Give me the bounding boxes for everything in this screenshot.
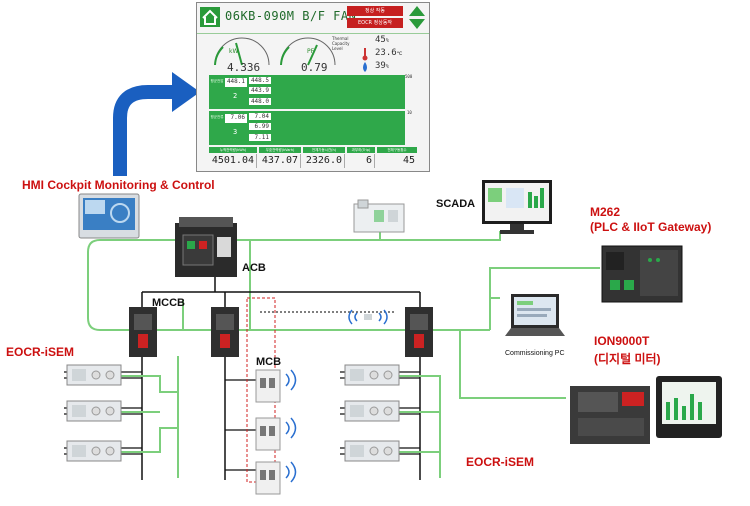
- env-value-3: 39%: [375, 61, 389, 71]
- env-value-2: 23.6℃: [375, 48, 403, 58]
- humidity-icon: [363, 62, 367, 72]
- arrow-down-icon[interactable]: [408, 18, 426, 30]
- current-block: 평균전류 7.06 3 7.04 6.99 7.11: [209, 111, 405, 145]
- stat-value-2: 437.07: [259, 154, 301, 168]
- mcb-3-icon: [255, 461, 297, 495]
- m262-plc-icon: [601, 245, 683, 303]
- kw-gauge-icon: [214, 37, 270, 66]
- network-module-icon: [353, 199, 405, 233]
- eocr-module-2-icon: [66, 400, 122, 422]
- ion9000t-meter-icon: [570, 376, 722, 444]
- stat-value-4: 6: [347, 154, 375, 168]
- ion-sublabel: (디지털 미터): [594, 352, 661, 366]
- thermometer-icon: [362, 48, 368, 61]
- scada-label: SCADA: [436, 198, 476, 210]
- stat-header-2: 무효전력량(kVarh): [259, 147, 301, 153]
- mccb-2-icon: [211, 307, 239, 357]
- m262-sublabel: (PLC & IIoT Gateway): [590, 220, 712, 234]
- kw-unit: kW: [229, 48, 239, 55]
- current-scale: 10: [407, 110, 412, 115]
- eocr-module-3-icon: [66, 440, 122, 462]
- laptop-icon: [505, 294, 565, 336]
- wireless-sensor-icon: [348, 309, 388, 325]
- kw-value: 4.336: [227, 61, 261, 74]
- mccb-1-icon: [129, 307, 157, 357]
- hmi-screen: 06KB-090M B/F FAN 정상 작동 EOCR 정상동작 kW 4.3…: [196, 2, 430, 172]
- stat-header-3: 전체가동시간(h): [303, 147, 345, 153]
- voltage-block: 평균전압 448.1 2 448.5 443.9 448.0: [209, 75, 405, 109]
- arrow-up-icon[interactable]: [408, 5, 426, 17]
- pf-unit: PF: [307, 48, 315, 55]
- voltage-scale: 500: [405, 74, 413, 79]
- hmi-titlebar: 06KB-090M B/F FAN 정상 작동 EOCR 정상동작: [197, 3, 429, 34]
- eocr-module-4-icon: [344, 364, 400, 386]
- voltage-cell-2: 443.9: [249, 87, 271, 94]
- m262-label: M262: [590, 205, 621, 219]
- current-block-label: 평균전류: [210, 115, 224, 119]
- voltage-sub: 2: [233, 92, 238, 100]
- stat-header-1: 누적전력량(kWh): [209, 147, 257, 153]
- status-button-bottom[interactable]: EOCR 정상동작: [347, 18, 403, 28]
- home-icon[interactable]: [200, 7, 220, 27]
- eocr-module-1-icon: [66, 364, 122, 386]
- mcb-1-icon: [255, 369, 297, 403]
- current-main: 7.06: [225, 114, 247, 123]
- blue-arrow: [113, 85, 176, 176]
- hmi-panel-icon: [78, 193, 140, 239]
- status-button-top[interactable]: 정상 작동: [347, 6, 403, 16]
- current-cell-1: 7.04: [249, 113, 271, 120]
- eocr-module-5-icon: [344, 400, 400, 422]
- acb-label: ACB: [242, 262, 266, 274]
- stat-header-5: 전체구동횟수: [377, 147, 417, 153]
- energy-stats: 누적전력량(kWh) 무효전력량(kVarh) 전체가동시간(h) 과부하(Tr…: [209, 147, 419, 171]
- device-name: 06KB-090M B/F FAN: [225, 9, 357, 23]
- commissioning-label: Commissioning PC: [505, 350, 565, 357]
- blue-arrow-head: [172, 72, 200, 112]
- mcb-label: MCB: [256, 356, 282, 368]
- stat-value-1: 4501.04: [209, 154, 257, 168]
- ion-label: ION9000T: [594, 334, 650, 348]
- scada-monitor-icon: [482, 180, 552, 234]
- stat-header-4: 과부하(Trip): [347, 147, 375, 153]
- pf-value: 0.79: [301, 61, 328, 74]
- mccb-3-icon: [405, 307, 433, 357]
- voltage-block-label: 평균전압: [210, 79, 224, 83]
- stat-value-3: 2326.0: [303, 154, 345, 168]
- acb-breaker-icon: [175, 217, 237, 277]
- current-cell-3: 7.11: [249, 134, 271, 141]
- hmi-title: HMI Cockpit Monitoring & Control: [22, 178, 215, 192]
- mcb-2-icon: [255, 417, 297, 451]
- eocr-module-6-icon: [344, 440, 400, 462]
- stat-value-5: 45: [402, 155, 415, 166]
- voltage-cell-3: 448.0: [249, 98, 271, 105]
- voltage-main: 448.1: [225, 78, 247, 87]
- env-value-1: 45%: [375, 35, 389, 45]
- mccb-label: MCCB: [152, 297, 185, 309]
- current-sub: 3: [233, 128, 238, 136]
- voltage-cell-1: 448.5: [249, 77, 271, 84]
- eocr-left-label: EOCR-iSEM: [6, 345, 75, 359]
- env-label: Thermal Capacity Level: [332, 36, 350, 51]
- current-cell-2: 6.99: [249, 123, 271, 130]
- eocr-right-label: EOCR-iSEM: [466, 455, 535, 469]
- pf-gauge-icon: [280, 37, 336, 66]
